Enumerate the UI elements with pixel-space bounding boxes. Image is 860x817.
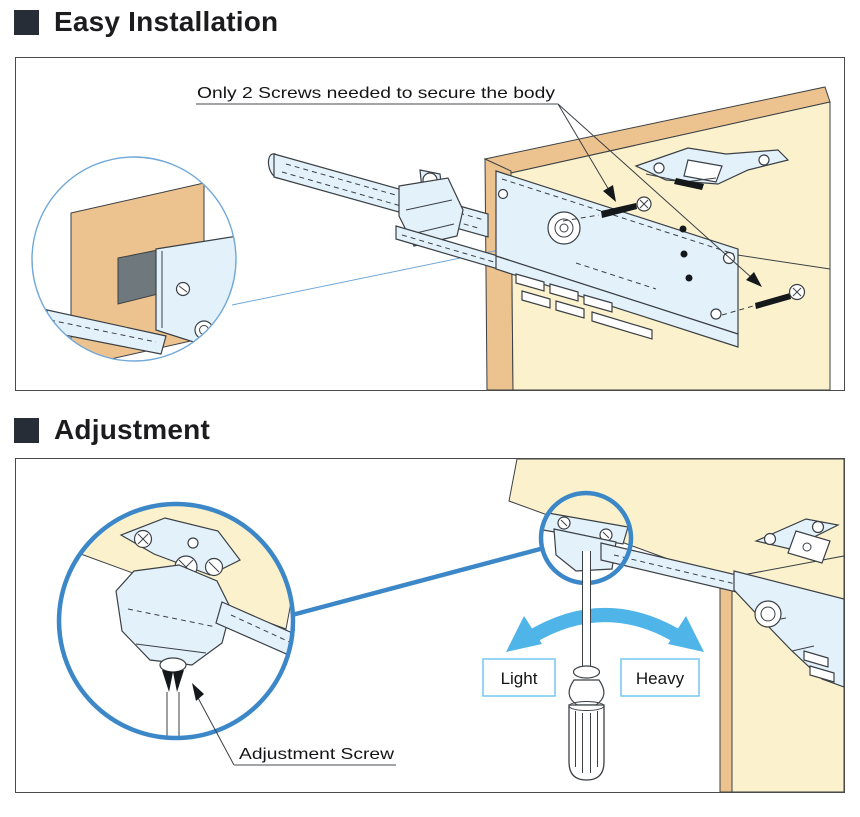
adjustment-screw-cap	[159, 657, 187, 673]
magnified-rail	[215, 601, 293, 661]
phillips-mark	[137, 533, 149, 545]
phillips-mark	[602, 531, 610, 539]
damper-cap	[754, 600, 782, 628]
adjustment-screw-tip	[173, 670, 184, 692]
face-shadow-line	[730, 253, 831, 270]
vent-slot	[555, 300, 585, 319]
magnified-recess	[117, 249, 159, 305]
hinge-cup	[683, 159, 723, 183]
rotation-arrow-arc	[524, 608, 686, 645]
damper-housing	[553, 528, 617, 572]
screw-axis-dash	[562, 214, 600, 222]
mounting-screw-lower	[721, 283, 806, 316]
rail-dash-line	[401, 234, 495, 263]
damper-cap-ring	[554, 218, 574, 238]
magnifier-connector-line	[231, 248, 505, 306]
section-title-adjustment: Adjustment	[54, 414, 210, 445]
screwdriver	[568, 551, 605, 781]
magnifier-circle-outline	[31, 156, 237, 362]
body-hole	[679, 225, 687, 233]
handle-top-rim	[568, 701, 605, 711]
light-label: Light	[501, 669, 538, 688]
section-title-installation: Easy Installation	[54, 6, 279, 37]
screw-slot-line	[178, 285, 188, 293]
concealed-hinge	[754, 518, 840, 564]
section-heading-adjustment: Adjustment	[14, 414, 210, 446]
bracket-body	[398, 177, 464, 247]
adjustment-figure-panel: Light Heavy Adjustment Screw	[15, 458, 845, 793]
vent-slot	[521, 290, 551, 309]
hinge-arm-shadow	[674, 178, 704, 190]
section-heading-installation: Easy Installation	[14, 6, 278, 38]
vent-slot	[583, 294, 613, 313]
screw-shaft	[601, 203, 637, 218]
hinge-screw	[763, 532, 777, 546]
device-assembly	[542, 512, 844, 688]
plate-hole	[187, 537, 199, 549]
vent-slot	[515, 273, 545, 292]
bracket-detail-line	[405, 199, 453, 211]
cabinet-side-edge	[719, 576, 733, 792]
adjustment-illustration: Light Heavy Adjustment Screw	[56, 459, 844, 792]
light-label-box	[482, 658, 556, 697]
rod-slider-bracket	[395, 169, 499, 270]
callout-text: Only 2 Screws needed to secure the body	[197, 85, 555, 102]
rod-dash-line	[281, 171, 479, 229]
body-bottom-rail	[495, 255, 739, 348]
concealed-hinge	[634, 147, 790, 190]
rotation-arrow-head-left	[506, 616, 542, 652]
screw-hole-lower	[710, 308, 722, 320]
heading-square-icon	[14, 417, 39, 443]
housing-detail-line	[135, 643, 207, 654]
body-hole	[685, 274, 693, 282]
vent-slot	[549, 283, 579, 302]
body-hole	[680, 250, 688, 258]
phillips-mark	[639, 199, 649, 209]
handle	[568, 704, 605, 781]
body-rivet	[497, 188, 509, 200]
rod-dash-line	[613, 554, 791, 598]
damper-cap-ring	[760, 606, 776, 622]
hinge-screw	[811, 520, 825, 534]
rotation-arrow-head-right	[668, 616, 704, 652]
adjustment-screw-label: Adjustment Screw	[239, 746, 395, 763]
hinge-arm	[787, 530, 831, 564]
callout-arrowhead	[746, 272, 762, 287]
damper-cap-center	[559, 223, 569, 233]
phillips-mark	[792, 287, 802, 297]
label-leader-line	[196, 695, 235, 766]
hinge-arm-hole	[802, 542, 812, 552]
ferrule	[572, 665, 601, 679]
magnifier-circle-outline	[56, 501, 296, 741]
callout-leader-line	[557, 103, 610, 191]
magnified-damper-arc	[194, 320, 214, 340]
callout-leader-line	[557, 103, 753, 279]
vent-slot	[803, 650, 829, 668]
heading-square-icon	[14, 9, 39, 35]
hinge-hole	[653, 162, 665, 174]
body-step-line	[791, 645, 815, 652]
damper-cap	[547, 211, 581, 245]
installation-figure-panel: Only 2 Screws needed to secure the body	[15, 57, 845, 391]
device-body	[495, 170, 739, 348]
vent-slot	[809, 665, 835, 683]
housing-dash-line	[127, 608, 217, 628]
hinge-hole	[758, 154, 770, 166]
heavy-label: Heavy	[636, 669, 685, 688]
vent-slot-long	[591, 311, 653, 340]
shaft-fill	[582, 551, 591, 670]
callout-arrowhead	[603, 185, 616, 202]
rail-centerline	[49, 319, 157, 343]
label-arrowhead	[192, 683, 204, 701]
screw-shaft	[755, 293, 791, 309]
phillips-mark	[560, 519, 568, 527]
magnifier-connector-line	[291, 545, 545, 618]
rail-dash-line	[230, 614, 293, 646]
heavy-label-box	[620, 658, 700, 697]
body-top-dash	[501, 178, 735, 255]
phillips-mark	[208, 561, 220, 573]
adjustment-screw-tip	[162, 670, 173, 692]
installation-illustration: Only 2 Screws needed to secure the body	[31, 85, 831, 390]
mounting-screw-upper	[562, 196, 652, 222]
